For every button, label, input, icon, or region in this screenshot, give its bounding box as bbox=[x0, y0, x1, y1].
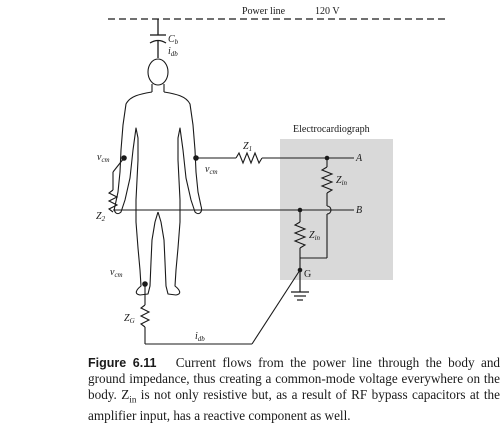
idb-label-top: idb bbox=[168, 46, 178, 58]
figure-label: Figure 6.11 bbox=[88, 356, 157, 370]
ground-return-wire bbox=[139, 269, 301, 345]
z1-label: Z1 bbox=[243, 141, 252, 153]
figure-caption: Figure 6.11 Current flows from the power… bbox=[88, 355, 500, 424]
vcm-label-leg: vcm bbox=[110, 267, 123, 279]
vcm-label-torso: vcm bbox=[205, 164, 218, 176]
caption-zin: Z bbox=[121, 387, 130, 402]
zg-label: ZG bbox=[124, 313, 135, 325]
cb-label: Cb bbox=[168, 34, 179, 46]
circuit-diagram: Power line 120 V Cb idb vcm vcm vcm Elec… bbox=[96, 6, 448, 345]
capacitor-cb bbox=[149, 19, 167, 58]
z2-label: Z2 bbox=[96, 211, 106, 223]
zin-b-resistor bbox=[293, 210, 307, 270]
lead-b-wire bbox=[107, 157, 354, 213]
lead-a-wire bbox=[196, 151, 354, 165]
power-line-label: Power line bbox=[242, 6, 286, 17]
terminal-b-label: B bbox=[356, 205, 362, 216]
human-body-figure bbox=[113, 58, 203, 296]
caption-zin-sub: in bbox=[129, 394, 137, 405]
idb-label-bottom: idb bbox=[195, 331, 205, 343]
zin-a-resistor bbox=[300, 158, 334, 259]
ground-symbol bbox=[291, 270, 309, 301]
zin-b-label: Zin bbox=[309, 230, 321, 242]
voltage-label: 120 V bbox=[315, 6, 340, 17]
electrocardiograph-title: Electrocardiograph bbox=[293, 124, 370, 135]
zin-a-label: Zin bbox=[336, 175, 348, 187]
caption-text-2: is not only resistive but, as a result o… bbox=[88, 387, 500, 423]
terminal-a-label: A bbox=[355, 153, 363, 164]
caption-text-1: Current flows from the power line throug… bbox=[88, 355, 501, 402]
vcm-label-left: vcm bbox=[97, 152, 110, 164]
terminal-g-label: G bbox=[304, 269, 311, 280]
